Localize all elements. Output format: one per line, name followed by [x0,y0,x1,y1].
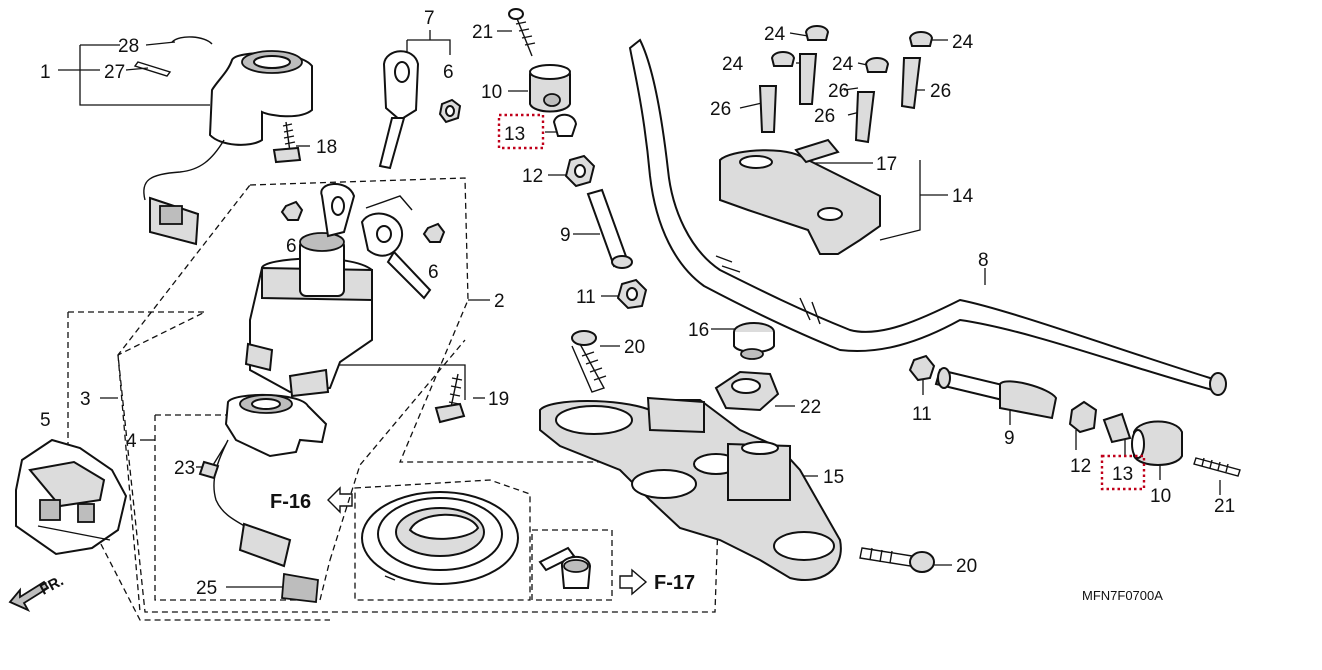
callout-2: 2 [494,291,505,312]
callout-12-right: 12 [1070,456,1091,477]
leader-lines [58,30,1221,588]
plate-17 [794,138,840,164]
callout-20-top: 20 [624,337,645,358]
callout-13-top: 13 [504,124,525,145]
bolt-20-top [571,330,607,393]
callout-6-right: 6 [428,262,439,283]
nut-11-top [616,278,648,310]
fuel-key-detail [538,546,592,589]
diagram-code: MFN7F0700A [1082,588,1163,603]
collar-13-top [552,113,578,137]
highlight-13-top [497,113,545,150]
callout-24-c: 24 [832,54,854,75]
switch-cover-assembly [133,36,313,246]
callout-24-a: 24 [764,24,786,45]
callout-10-top: 10 [481,82,502,103]
callout-5: 5 [40,410,51,431]
weight-10-top [529,64,571,113]
rod-9-top [586,188,633,269]
callout-16: 16 [688,320,709,341]
key-detail-box [531,529,613,601]
key-top [378,50,420,170]
callout-26-d: 26 [814,106,835,127]
front-label: FR. [37,572,66,598]
top-bridge-15 [539,396,842,581]
bolt-18 [272,121,302,164]
bolts-26 [758,53,922,144]
caps-24 [770,25,934,73]
callout-11-top: 11 [576,287,596,308]
callout-7: 7 [424,8,435,29]
callout-27: 27 [104,62,125,83]
callout-17: 17 [876,154,897,175]
bolt-20-bottom [859,547,935,573]
highlight-13-right [1100,454,1146,491]
callout-19: 19 [488,389,509,410]
callout-21-top: 21 [472,22,493,43]
holder-14 [719,149,881,255]
callout-labels: 28 1 27 18 7 6 6 6 2 3 5 4 23 25 19 21 1… [40,8,1235,599]
callout-1: 1 [40,62,51,83]
nut-12-right [1068,400,1098,434]
nut-12-top [564,154,596,188]
nut-22 [714,370,780,412]
callout-25: 25 [196,578,217,599]
assembly-3-outline [67,311,330,621]
front-arrow [8,580,50,612]
callout-11-right: 11 [912,404,932,425]
callout-6-top: 6 [443,62,454,83]
screw-23 [198,443,227,480]
ref-f17: F-17 [654,572,695,594]
callout-10-right: 10 [1150,486,1171,507]
callout-14: 14 [952,186,974,207]
ignition-switch [244,182,446,398]
switch-unit-4 [213,394,328,604]
handlebar-8 [628,38,1227,396]
ref-f16: F-16 [270,491,311,513]
callout-4: 4 [126,431,137,452]
reference-arrows [327,486,648,596]
callout-23: 23 [174,458,195,479]
callout-21-right: 21 [1214,496,1235,517]
callout-9-right: 9 [1004,428,1015,449]
bracket-5 [15,438,128,556]
callout-3: 3 [80,389,91,410]
nut-6-top [438,98,462,124]
callout-24-b: 24 [722,54,744,75]
fuel-cap-detail [361,491,519,585]
callout-28: 28 [118,36,139,57]
callout-12-top: 12 [522,166,543,187]
callout-22: 22 [800,397,821,418]
lock-detail-box [354,479,531,601]
bolt-21-right [1193,457,1241,477]
callout-9-top: 9 [560,225,571,246]
callout-20-bottom: 20 [956,556,977,577]
callout-6-left: 6 [286,236,297,257]
callout-8: 8 [978,250,989,271]
assembly-4-outline [154,339,466,601]
callout-26-c: 26 [930,81,951,102]
callout-15: 15 [823,467,844,488]
callout-26-a: 26 [710,99,731,120]
nut-11-right [908,354,936,382]
callout-24-d: 24 [952,32,974,53]
bolt-21-top [508,8,536,57]
callout-18: 18 [316,137,337,158]
rod-9-right [934,367,1058,420]
collar-13-right [1102,412,1132,444]
cap-16 [733,322,775,360]
callout-13-right: 13 [1112,464,1133,485]
callout-26-b: 26 [828,81,849,102]
weight-10-right [1131,420,1183,466]
bolt-19 [434,373,466,424]
